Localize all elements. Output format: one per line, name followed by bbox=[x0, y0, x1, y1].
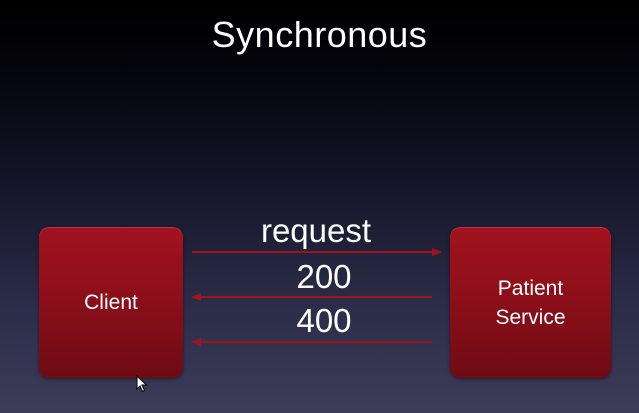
patient-service-box: Patient Service bbox=[450, 227, 611, 378]
response-200-label: 200 bbox=[296, 258, 352, 295]
request-label: request bbox=[260, 212, 372, 249]
mouse-pointer-icon bbox=[136, 375, 148, 393]
slide-title: Synchronous bbox=[211, 14, 428, 55]
patient-service-label: Patient Service bbox=[495, 276, 566, 329]
client-label: Client bbox=[84, 291, 138, 314]
client-box: Client bbox=[39, 227, 183, 378]
response-400-label: 400 bbox=[296, 302, 352, 339]
